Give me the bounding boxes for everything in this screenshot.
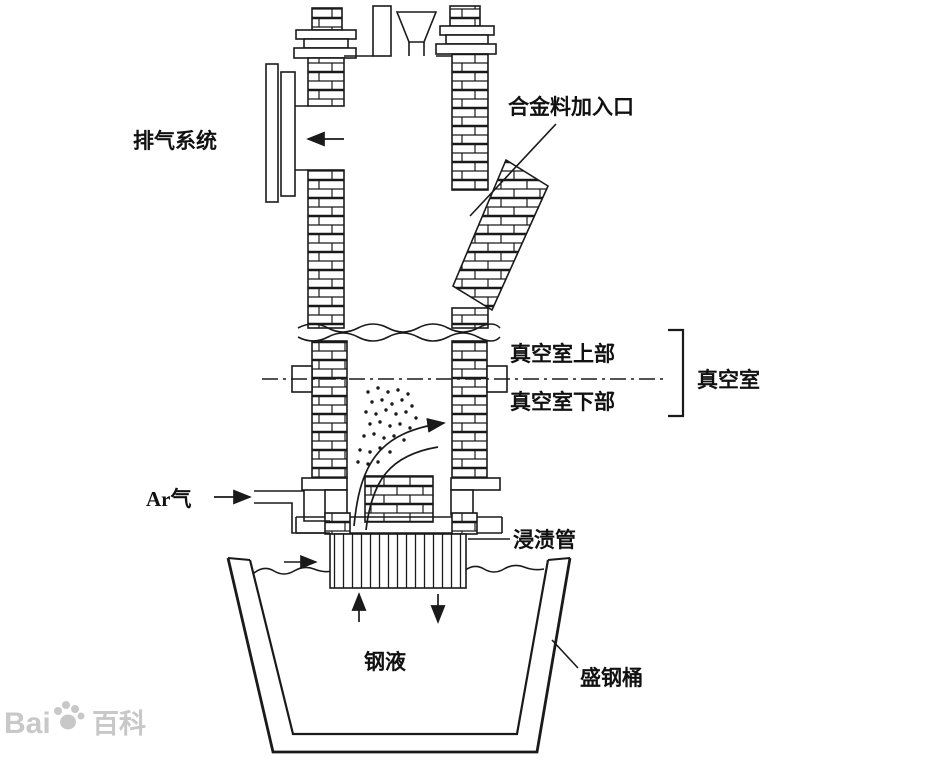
steel-droplet-spray	[356, 386, 418, 466]
vacuum-chamber-bracket	[668, 328, 685, 418]
snorkel-assembly	[295, 475, 503, 589]
label-molten-steel: 钢液	[364, 650, 406, 674]
label-vacuum-chamber: 真空室	[697, 368, 760, 392]
baidu-paw-icon	[54, 701, 85, 730]
ladle-leader-line	[551, 639, 579, 669]
watermark-text-latin: Bai	[4, 707, 51, 740]
ladle-vessel	[226, 557, 572, 754]
exhaust-duct	[265, 63, 345, 329]
label-vacuum-chamber-upper: 真空室上部	[510, 342, 615, 366]
label-ar-gas: Ar气	[146, 487, 192, 511]
label-vacuum-chamber-lower: 真空室下部	[510, 390, 615, 414]
circulation-arrows	[214, 131, 446, 624]
label-exhaust-system: 排气系统	[133, 129, 217, 153]
label-ladle: 盛钢桶	[580, 666, 643, 690]
alloy-chute	[451, 158, 550, 329]
alloy-inlet-leader-line	[469, 123, 557, 217]
label-alloy-inlet: 合金料加入口	[508, 95, 634, 119]
argon-pipe	[254, 490, 330, 534]
lower-chamber-walls	[291, 340, 508, 479]
vessel-top-left	[293, 7, 357, 107]
chamber-joint-break-line	[297, 323, 501, 342]
vessel-top-right	[435, 5, 497, 191]
molten-steel-surface	[253, 554, 545, 575]
vacuum-vessel	[254, 5, 664, 589]
watermark-text-cjk: 百科	[92, 709, 146, 739]
label-immersion-tube: 浸渍管	[513, 528, 576, 552]
watermark: Bai 百科	[4, 701, 146, 740]
vessel-top-center	[344, 5, 452, 57]
